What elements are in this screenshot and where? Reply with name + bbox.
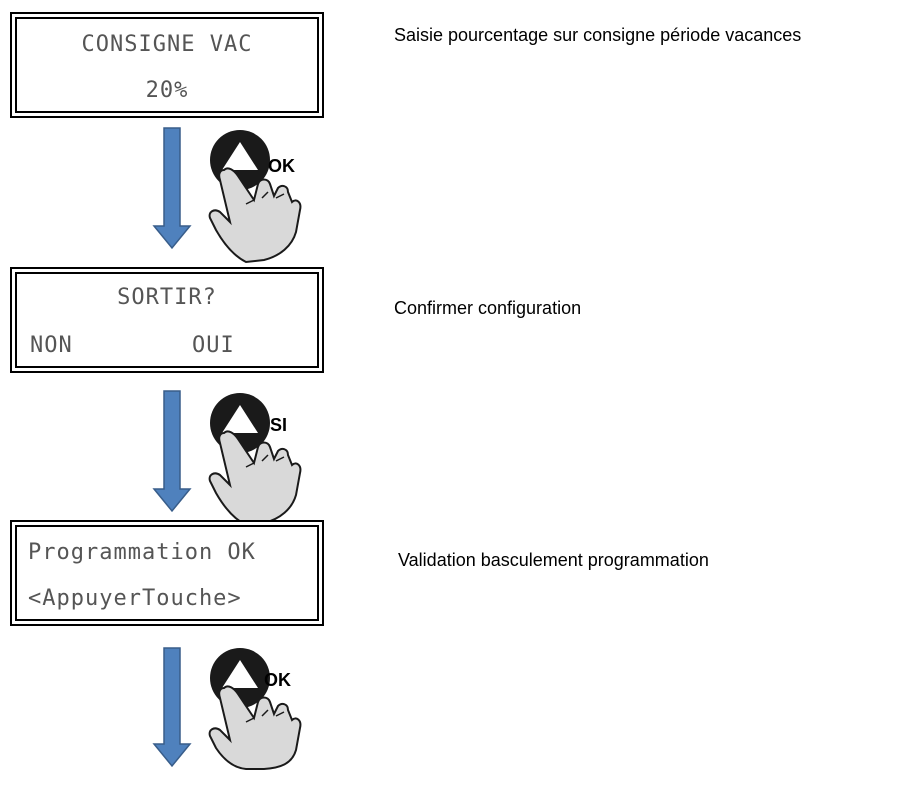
- down-arrow-icon: [152, 127, 192, 250]
- pointing-hand-icon: [208, 430, 302, 527]
- description-sortir: Confirmer configuration: [394, 298, 582, 318]
- description-consigne: Saisie pourcentage sur consigne période …: [394, 25, 802, 45]
- pointing-hand-icon: [208, 167, 302, 264]
- lcd-screen-sortir: SORTIR? NON OUI: [10, 267, 324, 373]
- lcd-line-1: CONSIGNE VAC: [81, 32, 253, 57]
- step-ok-1: OK: [150, 126, 310, 266]
- step-si: SI: [150, 389, 310, 529]
- lcd-line-2: <AppuyerTouche>: [28, 586, 242, 611]
- lcd-line-1: Programmation OK: [28, 540, 256, 565]
- lcd-line-1: SORTIR?: [117, 285, 217, 310]
- button-label: OK: [268, 156, 295, 176]
- lcd-screen-consigne: CONSIGNE VAC 20%: [10, 12, 324, 118]
- lcd-screen-programmation: Programmation OK <AppuyerTouche>: [10, 520, 324, 626]
- button-label: SI: [270, 415, 288, 435]
- pointing-hand-icon: [208, 685, 302, 770]
- down-arrow-icon: [152, 390, 192, 513]
- lcd-option-non: NON: [30, 333, 73, 358]
- down-arrow-icon: [152, 647, 192, 768]
- step-ok-2: OK: [150, 646, 310, 786]
- lcd-option-oui: OUI: [192, 333, 235, 358]
- lcd-line-2: 20%: [145, 78, 189, 103]
- description-programmation: Validation basculement programmation: [398, 550, 709, 570]
- button-label: OK: [264, 670, 291, 690]
